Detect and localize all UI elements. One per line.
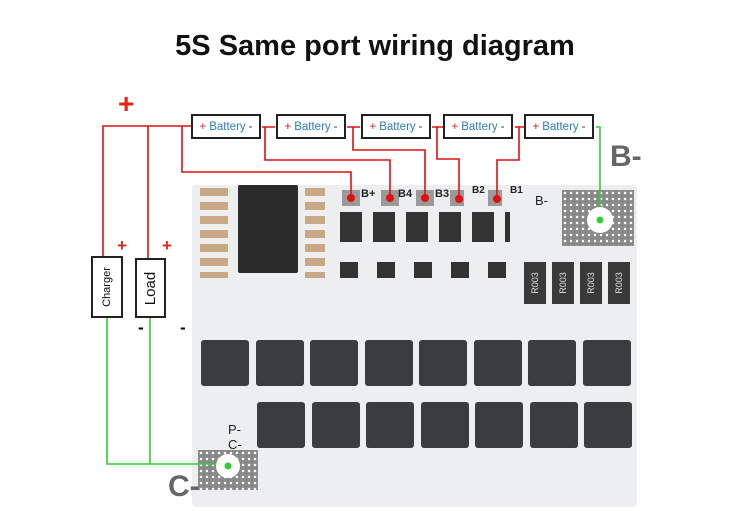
charger-positive-wire	[102, 125, 191, 256]
load-plus-sign: +	[162, 236, 172, 255]
battery-4: +Battery-	[443, 114, 513, 139]
diagram-title: 5S Same port wiring diagram	[175, 30, 575, 62]
b4-wire	[262, 126, 391, 198]
mosfet	[311, 402, 360, 448]
b-minus-solder-pad	[562, 190, 634, 246]
smd-resistors	[340, 212, 510, 242]
mosfet	[419, 340, 467, 386]
b2-wire	[432, 126, 460, 199]
b-plus-wire	[181, 126, 352, 198]
main-positive-sign: +	[118, 88, 135, 119]
mosfet	[475, 402, 523, 448]
mosfet	[201, 340, 249, 386]
b-minus-label: B-	[610, 140, 642, 173]
battery-3: +Battery-	[361, 114, 431, 139]
load-box: Load	[135, 258, 166, 318]
ic-chip	[238, 185, 298, 273]
label-c-minus-board: C-	[228, 437, 242, 452]
charger-box: Charger	[91, 256, 123, 318]
label-b3: B3	[435, 188, 450, 200]
transistors	[340, 262, 515, 278]
label-b-plus: B+	[361, 188, 376, 200]
b-minus-wire	[596, 126, 601, 220]
resistor: R003	[608, 262, 630, 304]
battery-2: +Battery-	[276, 114, 346, 139]
mosfet	[310, 340, 358, 386]
resistor: R003	[552, 262, 574, 304]
mosfet	[420, 402, 469, 448]
label-p-minus: P-	[228, 422, 241, 437]
mosfet	[584, 402, 632, 448]
label-b-minus-pad: B-	[535, 193, 548, 208]
smd-components	[200, 188, 228, 278]
mosfet	[257, 402, 305, 448]
charger-negative-wire	[106, 318, 228, 465]
label-b1: B1	[510, 185, 523, 196]
smd-components	[305, 188, 325, 278]
resistor: R003	[580, 262, 602, 304]
mosfet	[528, 340, 576, 386]
label-b4: B4	[398, 188, 413, 200]
mosfet	[582, 340, 631, 386]
c-minus-label: C-	[168, 470, 200, 503]
b3-wire	[347, 126, 426, 198]
load-minus-sign: -	[180, 318, 186, 337]
charger-minus-sign: -	[138, 318, 144, 337]
mosfet	[366, 402, 414, 448]
label-b2: B2	[472, 185, 485, 196]
battery-5: +Battery-	[524, 114, 594, 139]
battery-1: +Battery-	[191, 114, 261, 139]
mosfet	[364, 340, 413, 386]
charger-plus-sign: +	[117, 236, 127, 255]
b1-wire	[496, 126, 524, 199]
resistor: R003	[524, 262, 546, 304]
mosfet	[255, 340, 304, 386]
mosfet	[529, 402, 578, 448]
mosfet	[473, 340, 522, 386]
